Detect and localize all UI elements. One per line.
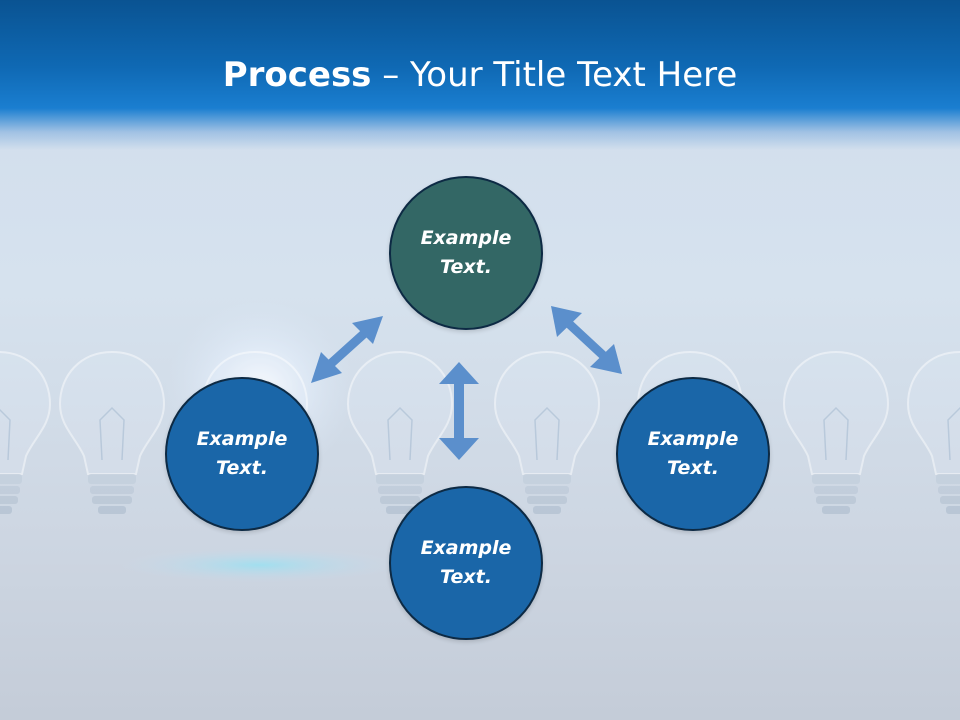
node-top-text: Example Text. [420, 227, 512, 278]
node-left-text: Example Text. [196, 428, 288, 479]
double-arrow-top-right [551, 306, 622, 374]
double-arrow-top-left [311, 316, 383, 383]
slide-title: Process – Your Title Text Here [0, 52, 960, 98]
node-right-text: Example Text. [647, 428, 739, 479]
process-node-left[interactable]: Example Text. [165, 377, 319, 531]
node-bottom-text: Example Text. [420, 537, 512, 588]
process-node-top[interactable]: Example Text. [389, 176, 543, 330]
process-node-right[interactable]: Example Text. [616, 377, 770, 531]
title-bold: Process [222, 55, 372, 95]
process-node-bottom[interactable]: Example Text. [389, 486, 543, 640]
title-rest: – Your Title Text Here [371, 55, 738, 95]
title-bar [0, 0, 960, 150]
double-arrow-vertical [439, 362, 479, 460]
